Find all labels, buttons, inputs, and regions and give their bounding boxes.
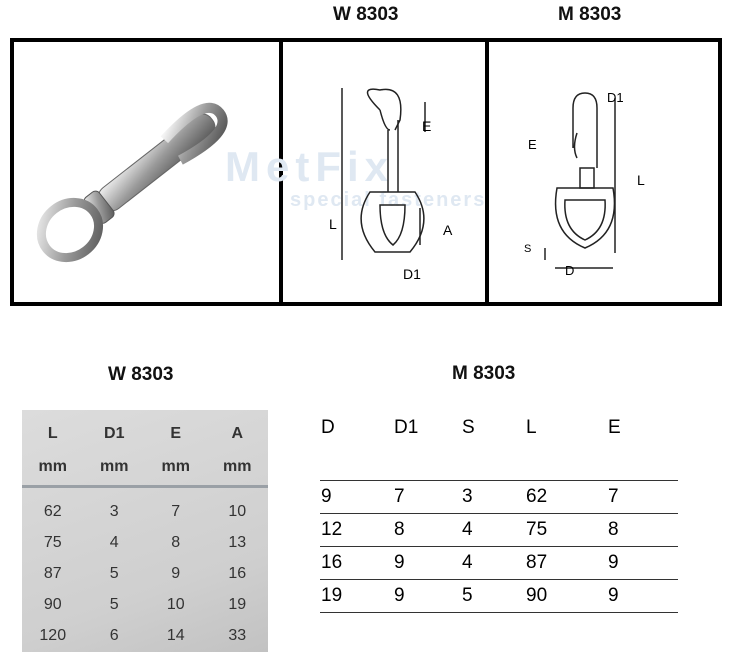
table-cell: 13 [228, 533, 247, 551]
m-label-l: L [637, 172, 645, 188]
unit: mm [145, 449, 207, 488]
col-header: D1 [104, 424, 125, 442]
w-label-l: L [329, 216, 337, 232]
table-cell: 7 [393, 480, 461, 514]
table-cell: 6 [109, 626, 119, 644]
table-cell: 75 [43, 533, 62, 551]
col-header: L [525, 416, 607, 481]
table-cell: 8 [607, 513, 678, 547]
col-header: S [461, 416, 525, 481]
table-cell: 10 [166, 595, 185, 613]
table-cell: 19 [228, 595, 247, 613]
w-table-title: W 8303 [108, 364, 174, 385]
watermark-tagline: special fasteners [290, 189, 487, 211]
table-cell: 9 [320, 480, 393, 514]
unit: mm [206, 449, 268, 488]
table-cell: 7 [607, 480, 678, 514]
table-row: 75 4 8 13 [22, 527, 268, 558]
m-label-d1: D1 [607, 90, 624, 105]
col-header: D1 [393, 416, 461, 481]
col-header: E [607, 416, 678, 481]
w-8303-diagram [341, 88, 426, 260]
w-label-d1: D1 [403, 266, 421, 282]
table-cell: 33 [228, 626, 247, 644]
m-label-d: D [565, 263, 575, 278]
table-cell: 9 [607, 579, 678, 613]
w-label-e: E [422, 118, 432, 134]
table-cell: 16 [320, 546, 393, 580]
table-cell: 120 [39, 626, 67, 644]
col-header: D [320, 416, 393, 481]
table-cell: 8 [393, 513, 461, 547]
m-table-title: M 8303 [452, 363, 516, 384]
product-frame [10, 38, 722, 306]
unit: mm [83, 449, 145, 488]
table-row: 62 3 7 10 [22, 487, 268, 528]
unit: mm [22, 449, 84, 488]
table-cell: 4 [461, 546, 525, 580]
snap-hook-photo [36, 102, 228, 263]
table-row: 120 6 14 33 [22, 620, 268, 651]
table-cell: 19 [320, 579, 393, 613]
table-cell: 90 [525, 579, 607, 613]
table-cell: 9 [393, 546, 461, 580]
table-cell: 9 [171, 564, 181, 582]
table-cell: 7 [171, 502, 181, 520]
table-cell: 87 [525, 546, 607, 580]
col-header: A [231, 424, 244, 442]
table-cell: 5 [461, 579, 525, 613]
m-8303-diagram [544, 92, 616, 269]
table-cell: 4 [109, 533, 119, 551]
table-cell: 4 [461, 513, 525, 547]
w-header-title: W 8303 [333, 4, 399, 25]
table-cell: 62 [43, 502, 62, 520]
watermark-brand: MetFix [225, 143, 395, 190]
w-label-a: A [443, 222, 453, 238]
table-cell: 9 [607, 546, 678, 580]
table-cell: 5 [109, 595, 119, 613]
divider [279, 38, 283, 306]
divider [485, 38, 489, 306]
table-cell: 16 [228, 564, 247, 582]
table-cell: 90 [43, 595, 62, 613]
table-cell: 75 [525, 513, 607, 547]
m-header-title: M 8303 [558, 4, 622, 25]
m-label-s: S [524, 243, 532, 255]
table-cell: 10 [228, 502, 247, 520]
table-cell: 12 [320, 513, 393, 547]
table-cell: 87 [43, 564, 62, 582]
table-cell: 8 [171, 533, 181, 551]
table-row: 87 5 9 16 [22, 558, 268, 589]
table-cell: 9 [393, 579, 461, 613]
table-cell: 5 [109, 564, 119, 582]
table-cell: 14 [166, 626, 185, 644]
table-row: 90 5 10 19 [22, 589, 268, 620]
col-header: L [47, 424, 58, 442]
m-label-e: E [528, 137, 537, 152]
table-cell: 62 [525, 480, 607, 514]
table-cell: 3 [461, 480, 525, 514]
table-cell: 3 [109, 502, 119, 520]
col-header: E [170, 424, 182, 442]
